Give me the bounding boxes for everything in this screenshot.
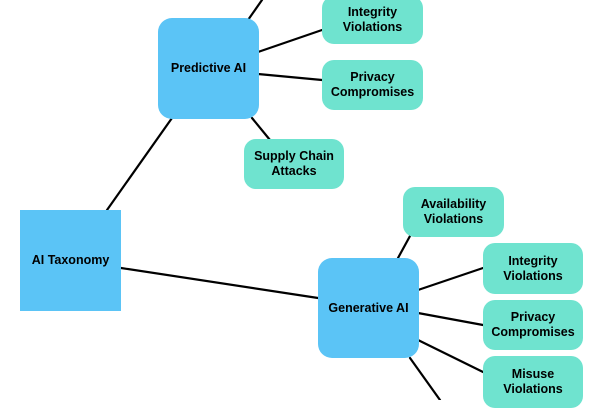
node-generative-ai: Generative AI <box>318 258 419 358</box>
edge-generative-offscreen <box>408 356 442 400</box>
edge-root-predictive <box>105 116 174 212</box>
edge-generative-integrity <box>416 266 485 292</box>
node-label: Privacy Compromises <box>491 310 575 339</box>
edge-predictive-supply <box>250 116 272 142</box>
node-label: Integrity Violations <box>503 253 563 283</box>
edge-predictive-offscreen <box>246 0 264 22</box>
node-generative-integrity-violations: Integrity Violations <box>483 243 583 294</box>
node-label: Generative AI <box>328 300 409 315</box>
node-predictive-privacy-compromises: Privacy Compromises <box>322 60 423 110</box>
node-label: Integrity Violations <box>342 5 403 34</box>
node-availability-violations: Availability Violations <box>403 187 504 237</box>
edge-predictive-privacy <box>256 72 324 82</box>
edge-generative-privacy <box>416 311 485 327</box>
node-label: Availability Violations <box>420 197 487 226</box>
node-predictive-ai: Predictive AI <box>158 18 259 119</box>
edge-root-generative <box>119 266 320 300</box>
edge-predictive-integrity <box>256 28 324 54</box>
node-predictive-integrity-violations: Integrity Violations <box>322 0 423 44</box>
node-label: Predictive AI <box>170 61 247 75</box>
node-generative-privacy-compromises: Privacy Compromises <box>483 300 583 350</box>
edge-generative-availability <box>396 234 412 260</box>
edge-generative-misuse <box>416 338 485 374</box>
node-label: Supply Chain Attacks <box>254 149 334 178</box>
node-label: Misuse Violations <box>503 367 563 396</box>
node-label: AI Taxonomy <box>31 253 110 267</box>
node-ai-taxonomy: AI Taxonomy <box>20 210 121 311</box>
node-supply-chain-attacks: Supply Chain Attacks <box>244 139 344 189</box>
node-label: Privacy Compromises <box>330 70 415 99</box>
node-misuse-violations: Misuse Violations <box>483 356 583 408</box>
